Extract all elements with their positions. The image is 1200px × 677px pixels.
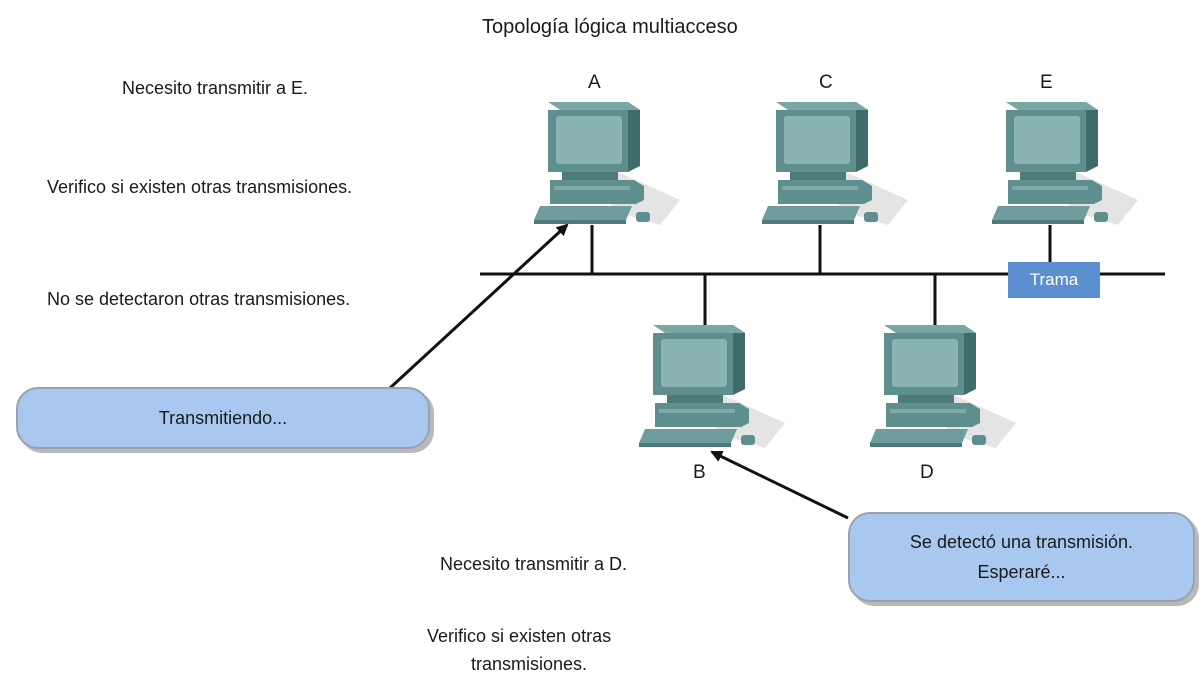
callout-transmitting: Transmitiendo... bbox=[16, 387, 430, 449]
callout-transmitting-text: Transmitiendo... bbox=[158, 408, 288, 428]
node-label-a: A bbox=[588, 72, 601, 93]
callout-detected-line1: Se detectó una transmisión. bbox=[909, 532, 1134, 552]
arrow-to-a bbox=[388, 223, 569, 390]
computer-c-icon bbox=[762, 102, 908, 225]
computer-d-icon bbox=[870, 325, 1016, 448]
arrow-to-b bbox=[710, 450, 849, 520]
node-label-e: E bbox=[1040, 72, 1053, 93]
node-label-c: C bbox=[819, 72, 833, 93]
note-b-need: Necesito transmitir a D. bbox=[440, 554, 628, 574]
note-a-none: No se detectaron otras transmisiones. bbox=[47, 289, 351, 309]
callout-detected: Se detectó una transmisión. Esperaré... bbox=[848, 512, 1195, 602]
callout-detected-line2: Esperaré... bbox=[977, 562, 1066, 582]
note-a-need: Necesito transmitir a E. bbox=[122, 78, 309, 98]
computer-e-icon bbox=[992, 102, 1138, 225]
diagram-title: Topología lógica multiacceso bbox=[482, 16, 738, 38]
frame-label-box: Trama bbox=[1008, 262, 1100, 298]
note-a-verify: Verifico si existen otras transmisiones. bbox=[47, 177, 353, 197]
node-label-b: B bbox=[693, 462, 706, 483]
note-b-verify-line1: Verifico si existen otras bbox=[427, 626, 612, 646]
note-b-verify-line2: transmisiones. bbox=[471, 654, 588, 674]
node-label-d: D bbox=[920, 462, 934, 483]
computer-a-icon bbox=[534, 102, 680, 225]
computer-b-icon bbox=[639, 325, 785, 448]
